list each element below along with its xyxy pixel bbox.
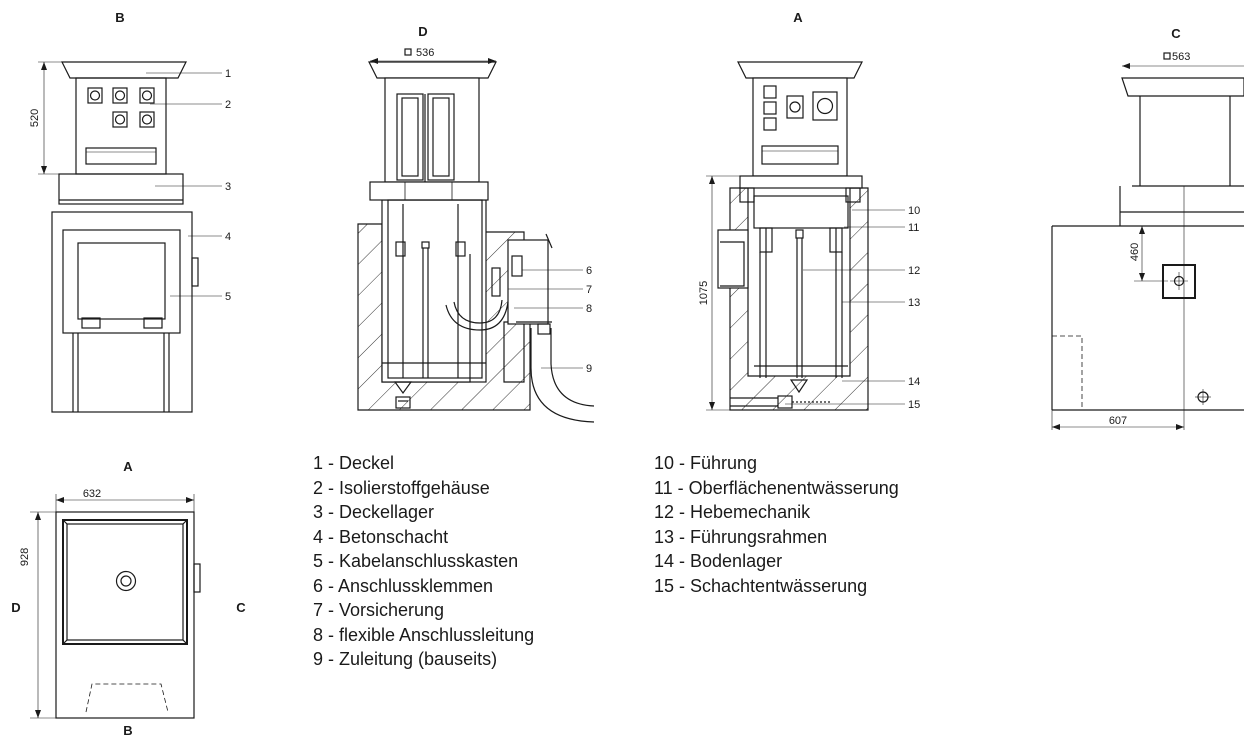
callout-3: 3 <box>225 181 231 193</box>
plan-label-bottom: B <box>123 723 132 738</box>
cable-box <box>62 229 181 334</box>
dim-520: 520 <box>29 109 41 127</box>
callout-5: 5 <box>225 291 231 303</box>
plan-hidden-feature <box>85 683 169 713</box>
plan-label-top: A <box>123 459 133 474</box>
section-bearing <box>369 181 489 201</box>
legend-item-6: 6 - Anschlussklemmen <box>313 575 494 596</box>
callout-12: 12 <box>908 265 920 277</box>
dim-632: 632 <box>83 488 101 500</box>
legend-item-7: 7 - Vorsicherung <box>313 600 445 620</box>
legend-item-9: 9 - Zuleitung (bauseits) <box>313 649 498 669</box>
callout-13: 13 <box>908 297 920 309</box>
plan-view: A B D C 632 928 <box>11 459 246 738</box>
plan-label-right: C <box>236 600 246 615</box>
callout-4: 4 <box>225 231 231 243</box>
section-lid <box>368 61 497 79</box>
legend-item-5: 5 - Kabelanschlusskasten <box>313 551 519 571</box>
legend-left: 1 - Deckel 2 - Isolierstoffgehäuse 3 - D… <box>313 451 534 672</box>
plan-outline <box>55 511 195 719</box>
view-c-title: C <box>1171 26 1181 41</box>
view-b-title: B <box>115 10 124 25</box>
view-d-section: D 536 <box>357 24 595 423</box>
callout-9: 9 <box>586 363 592 375</box>
legend-item-4: 4 - Betonschacht <box>313 526 449 547</box>
callout-8: 8 <box>586 303 592 315</box>
section-a-bearing <box>739 175 863 189</box>
dim-536: 536 <box>416 47 434 59</box>
concrete-shaft <box>51 211 193 413</box>
side-inlet <box>1162 264 1196 299</box>
legend-item-12: 12 - Hebemechanik <box>654 502 811 522</box>
callout-1: 1 <box>225 68 231 80</box>
callout-6: 6 <box>586 265 592 277</box>
view-b-front: B 520 <box>29 10 231 413</box>
legend-item-10: 10 - Führung <box>654 453 758 473</box>
housing <box>75 77 167 175</box>
view-a-section: A <box>698 10 920 411</box>
legend-item-8: 8 - flexible Anschlussleitung <box>313 624 535 645</box>
legend-item-2: 2 - Isolierstoffgehäuse <box>313 477 490 498</box>
view-d-title: D <box>418 24 427 39</box>
legend-item-14: 14 - Bodenlager <box>654 551 783 571</box>
callout-10: 10 <box>908 205 920 217</box>
dim-928: 928 <box>19 548 31 566</box>
shaft-concrete-a <box>729 187 869 411</box>
dim-607: 607 <box>1109 415 1127 427</box>
legend-right: 10 - Führung 11 - Oberflächenentwässerun… <box>654 451 899 598</box>
callout-11: 11 <box>908 222 919 234</box>
plan-label-left: D <box>11 600 20 615</box>
section-a-lid <box>737 61 863 79</box>
plan-lid-outer <box>62 519 188 645</box>
callout-2: 2 <box>225 99 231 111</box>
legend-item-13: 13 - Führungsrahmen <box>654 526 828 547</box>
dim-563: 563 <box>1172 51 1190 63</box>
section-cable-box <box>507 239 549 325</box>
view-a-title: A <box>793 10 803 25</box>
view-c-side: C 563 460 607 <box>1051 26 1244 430</box>
lid-bearing <box>58 173 184 205</box>
square-symbol <box>404 48 412 56</box>
dim-1075: 1075 <box>698 281 710 305</box>
legend-item-11: 11 - Oberflächenentwässerung <box>654 477 899 498</box>
legend-item-3: 3 - Deckellager <box>313 502 435 522</box>
lid <box>61 61 187 79</box>
legend-item-1: 1 - Deckel <box>313 453 395 473</box>
callout-14: 14 <box>908 376 920 388</box>
dim-460: 460 <box>1129 243 1141 261</box>
legend-item-15: 15 - Schachtentwässerung <box>654 575 868 596</box>
socket-group <box>87 87 155 128</box>
side-lid <box>1121 77 1244 97</box>
plan-centre-ring <box>115 570 137 592</box>
square-symbol-c <box>1163 52 1171 60</box>
callout-15: 15 <box>908 399 920 411</box>
callout-7: 7 <box>586 284 592 296</box>
